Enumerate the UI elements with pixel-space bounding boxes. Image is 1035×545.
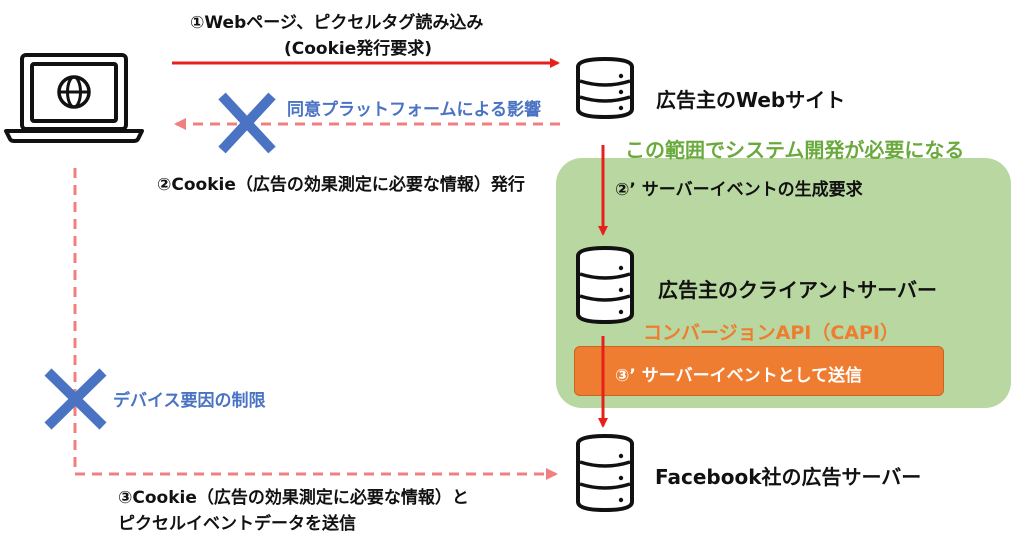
website-node-label: 広告主のWebサイト <box>656 88 846 112</box>
consent-platform-label: 同意プラットフォームによる影響 <box>287 100 541 120</box>
facebook-server-node-label: Facebook社の広告サーバー <box>655 465 922 489</box>
device-limits-label: デバイス要因の制限 <box>113 391 266 411</box>
step2-prime-label: ②’ サーバーイベントの生成要求 <box>615 180 863 200</box>
step2-label: ②Cookie（広告の効果測定に必要な情報）発行 <box>157 175 525 195</box>
database-icon <box>576 245 634 325</box>
step1-label-line1: ①Webページ、ピクセルタグ読み込み <box>190 13 484 33</box>
scope-label: この範囲でシステム開発が必要になる <box>625 138 965 162</box>
blocked-x-icon <box>218 92 276 154</box>
step3-label-line2: ピクセルイベントデータを送信 <box>118 514 356 534</box>
database-icon <box>576 433 634 513</box>
step3-prime-label: ③’ サーバーイベントとして送信 <box>615 366 863 386</box>
client-server-node-label: 広告主のクライアントサーバー <box>658 278 937 302</box>
blocked-x-icon <box>44 368 107 430</box>
pixel-event-arrow <box>73 168 558 480</box>
laptop-globe-icon <box>4 53 144 143</box>
database-icon <box>576 56 634 120</box>
capi-send-box <box>574 346 944 396</box>
step1-label-line2: (Cookie発行要求) <box>284 39 433 59</box>
step3-label-line1: ③Cookie（広告の効果測定に必要な情報）と <box>118 488 469 508</box>
capi-label: コンバージョンAPI（CAPI） <box>643 322 899 344</box>
